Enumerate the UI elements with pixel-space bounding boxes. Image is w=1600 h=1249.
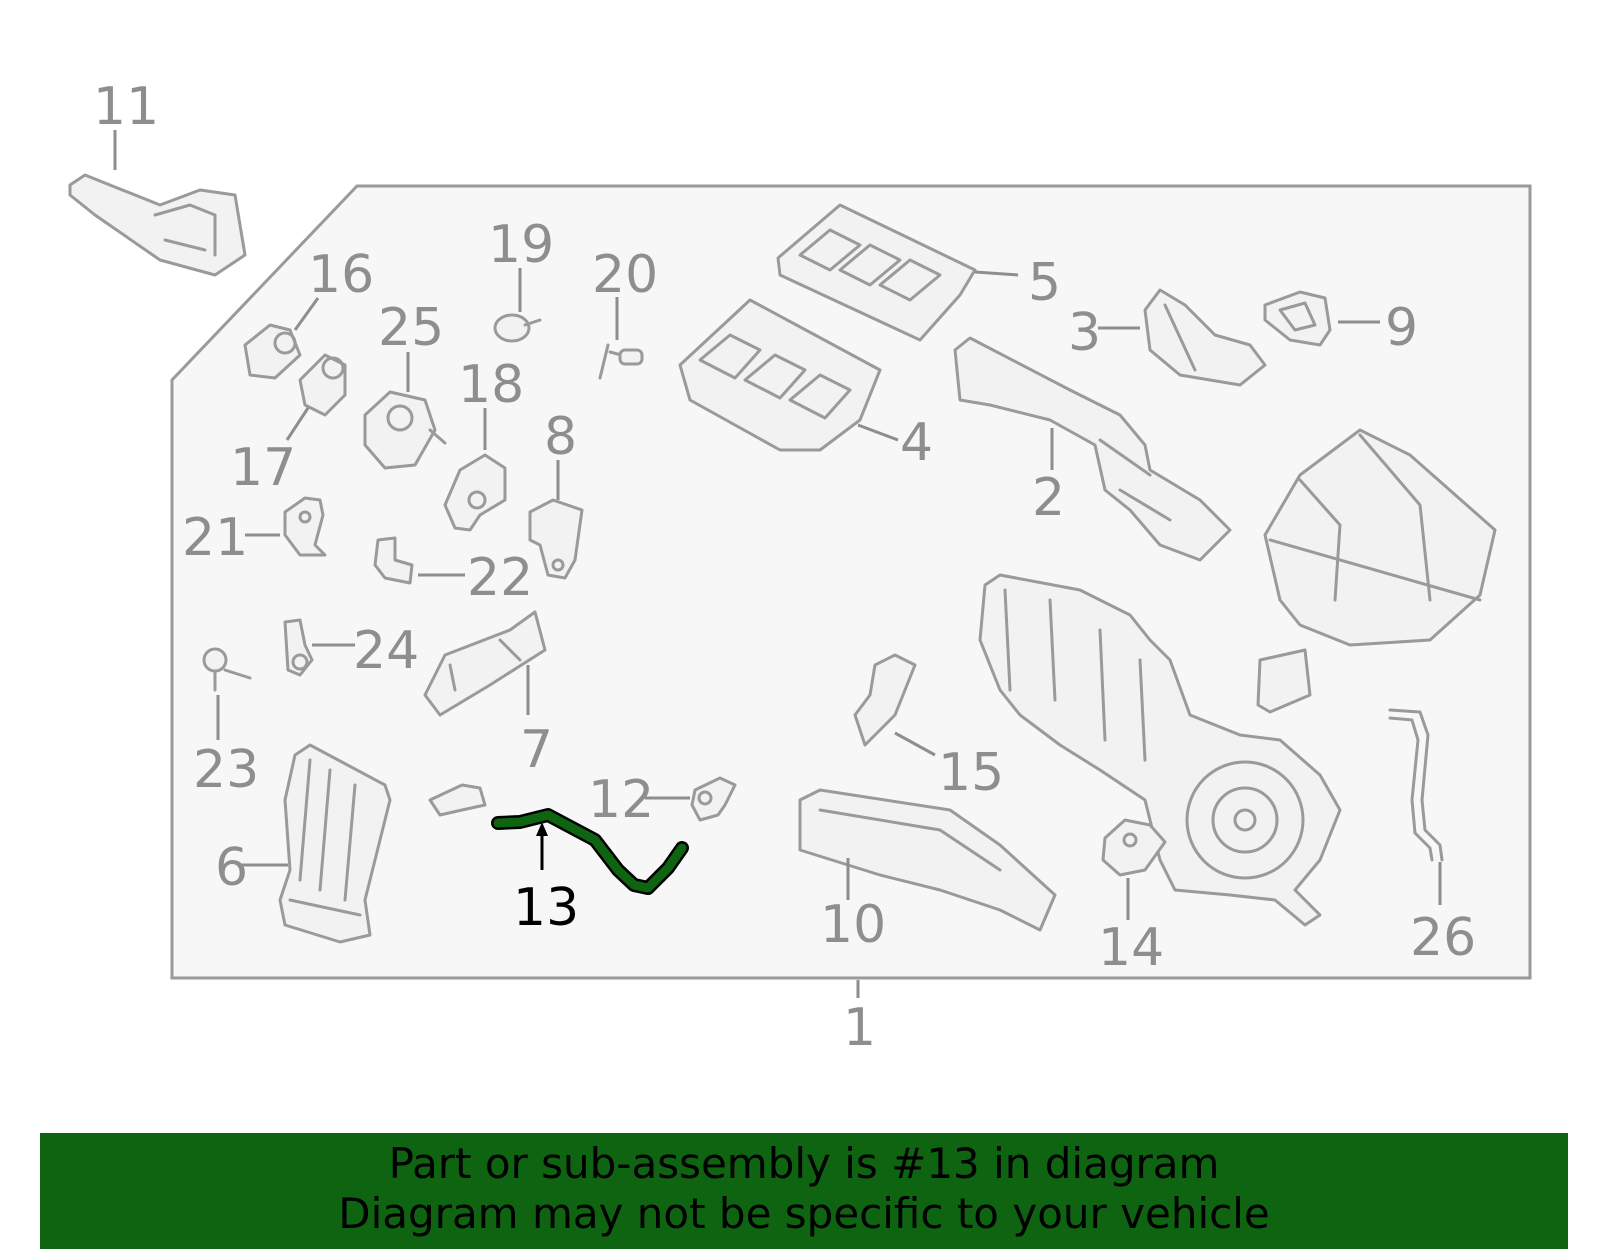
- part-small-cover: [1256, 648, 1312, 714]
- callout-8: 8: [544, 407, 577, 467]
- banner-line-1: Part or sub-assembly is #13 in diagram: [388, 1139, 1220, 1188]
- callout-4: 4: [900, 413, 933, 473]
- callout-11: 11: [93, 77, 159, 137]
- part-3-duct: [1143, 288, 1267, 387]
- callout-17: 17: [230, 438, 296, 498]
- part-11-duct: [68, 173, 247, 277]
- part-blower-case: [1263, 428, 1497, 647]
- callout-18: 18: [458, 355, 524, 415]
- part-connector-small: [428, 783, 487, 817]
- callout-19: 19: [488, 215, 554, 275]
- part-23-bolt: [202, 647, 252, 692]
- callout-20: 20: [592, 245, 658, 305]
- part-17-clip: [298, 353, 347, 417]
- part-16-clip: [243, 323, 302, 380]
- part-21-bracket: [283, 496, 327, 557]
- callout-26: 26: [1410, 908, 1476, 968]
- part-4-filter: [678, 298, 882, 452]
- parts-diagram: 11 16 17 25 19 20 18: [68, 77, 1532, 1058]
- part-22-connector: [373, 536, 414, 585]
- callout-16: 16: [308, 245, 374, 305]
- part-7-bracket: [423, 610, 547, 717]
- part-6-duct: [278, 743, 392, 944]
- callout-3: 3: [1068, 303, 1101, 363]
- part-26-tube: [1388, 708, 1444, 862]
- callout-14: 14: [1098, 918, 1164, 978]
- part-19-grommet: [493, 313, 542, 343]
- callout-25: 25: [378, 298, 444, 358]
- part-9-seal: [1263, 290, 1332, 347]
- part-5-filter-cover: [776, 203, 977, 342]
- part-12-valve: [690, 776, 737, 822]
- callout-12: 12: [588, 770, 654, 830]
- part-24-bracket: [283, 618, 314, 677]
- callout-2: 2: [1032, 468, 1065, 528]
- part-main-case: [978, 573, 1342, 927]
- callout-7: 7: [520, 720, 553, 780]
- callout-24: 24: [353, 621, 419, 681]
- part-15-seal: [853, 653, 917, 747]
- callout-21: 21: [182, 508, 248, 568]
- callout-1: 1: [843, 998, 876, 1058]
- callout-13: 13: [513, 878, 579, 938]
- callout-5: 5: [1028, 253, 1061, 313]
- info-banner: Part or sub-assembly is #13 in diagram D…: [40, 1133, 1568, 1249]
- part-2-duct: [953, 336, 1232, 562]
- banner-line-2: Diagram may not be specific to your vehi…: [338, 1189, 1270, 1238]
- part-25-actuator: [363, 390, 447, 470]
- callout-10: 10: [820, 895, 886, 955]
- callout-15: 15: [938, 743, 1004, 803]
- part-8-bracket: [528, 498, 584, 580]
- callout-22: 22: [467, 548, 533, 608]
- callout-23: 23: [193, 740, 259, 800]
- part-14-bracket: [1101, 818, 1167, 877]
- part-20-sensor: [598, 343, 644, 380]
- part-10-duct: [798, 788, 1057, 932]
- part-18-cover: [443, 453, 507, 532]
- part-13-hose: [491, 808, 689, 895]
- callout-6: 6: [215, 838, 248, 898]
- callout-9: 9: [1385, 298, 1418, 358]
